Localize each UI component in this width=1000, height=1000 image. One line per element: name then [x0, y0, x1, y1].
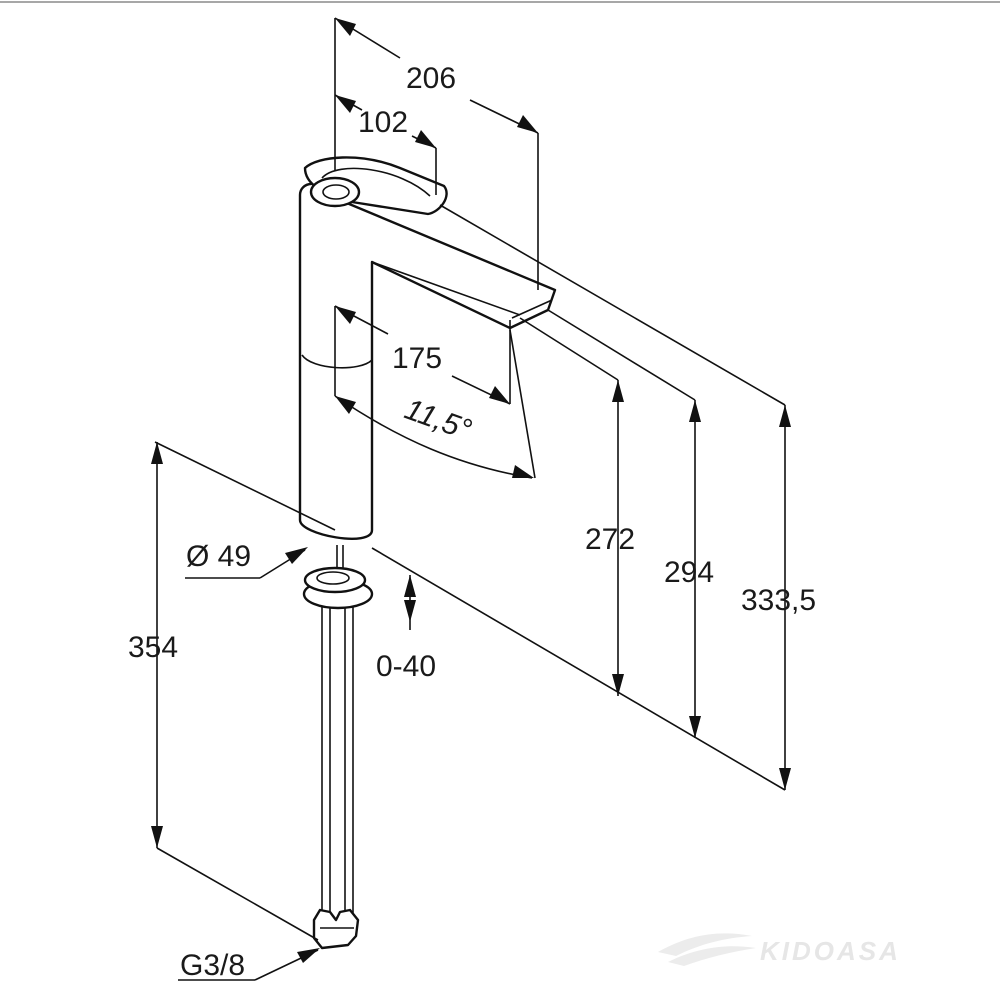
faucet-body [298, 156, 557, 950]
arrow-294-bottom [689, 716, 701, 738]
dim-label-under-counter: 354 [128, 631, 178, 664]
arrow-354-top [151, 442, 163, 464]
arrow-175-right [489, 386, 510, 404]
dim-label-mounting-thickness: 0-40 [376, 650, 436, 683]
arrow-angle-left [335, 396, 356, 414]
dim-label-lever-height: 294 [664, 556, 714, 589]
dim-label-spout-reach: 175 [392, 342, 442, 375]
arrow-206-right [517, 115, 538, 133]
arrow-diameter [285, 547, 308, 564]
arrow-102-right [415, 130, 436, 148]
arrow-175-left [335, 306, 356, 324]
watermark-logo: KIDOASA [658, 933, 901, 966]
arrow-040-top [404, 575, 416, 597]
arrow-040-bottom [404, 600, 416, 622]
dim-label-swivel-angle: 11,5° [400, 393, 475, 447]
watermark-text: KIDOASA [760, 936, 901, 966]
arrow-272-bottom [612, 674, 624, 696]
dim-label-connection-thread: G3/8 [180, 949, 245, 982]
dim-label-total-height: 333,5 [741, 584, 816, 617]
dim-label-base-diameter: Ø 49 [186, 540, 251, 573]
arrow-272-top [612, 380, 624, 402]
arrow-angle-right [512, 465, 534, 478]
arrow-3335-bottom [779, 768, 791, 790]
dim-label-overall-depth: 206 [406, 62, 456, 95]
arrow-206-left [335, 18, 356, 36]
faucet-column [298, 182, 557, 540]
watermark-wave-icon [658, 933, 752, 956]
arrow-3335-top [779, 405, 791, 427]
dimension-lines [154, 17, 786, 981]
hose-fitting-nut [312, 908, 360, 950]
arrow-thread [297, 948, 320, 963]
arrow-102-left [335, 95, 356, 113]
lever-cap [309, 176, 361, 208]
arrow-354-bottom [151, 826, 163, 848]
dimension-arrows [151, 18, 791, 963]
dim-label-lever-depth: 102 [358, 106, 408, 139]
arrow-294-top [689, 400, 701, 422]
dim-label-spout-height: 272 [585, 523, 635, 556]
